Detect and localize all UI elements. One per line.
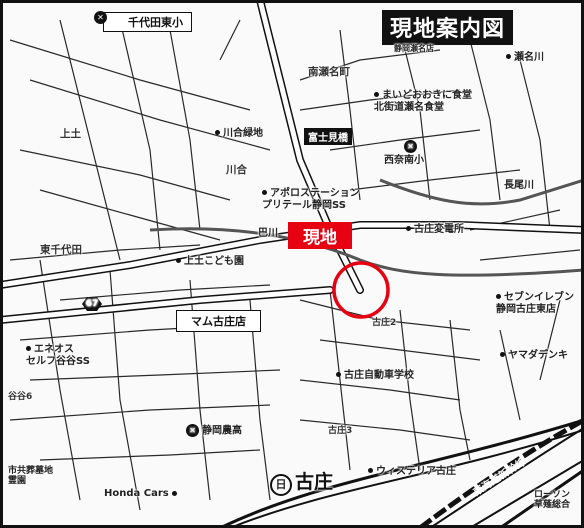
- route-67-shield: 67: [82, 297, 102, 311]
- school-chiyoda-higashi: ✕ 千代田東小: [94, 11, 192, 32]
- poi-kosho-substation: 古庄変電所: [406, 224, 464, 236]
- river-tomoe: 巴川: [258, 228, 278, 239]
- school-seinan-minami: ✕ 西奈南小: [384, 140, 424, 167]
- area-minami-semina: 南瀬名町: [308, 66, 350, 78]
- bridge-fujimi: 富士見橋: [304, 128, 352, 145]
- site-label: 現地: [288, 222, 352, 249]
- school-icon: ✕: [186, 424, 199, 437]
- poi-kamitsuchi-kodomo: 上土こども園: [176, 256, 244, 268]
- poi-honda-cars: Honda Cars: [104, 488, 177, 500]
- area-oyaya6: 谷谷6: [8, 392, 33, 402]
- school-chiyoda-higashi-label: 千代田東小: [128, 16, 183, 29]
- tomoe-river: [149, 227, 584, 277]
- poi-yamada-denki: ヤマダデンキ: [500, 350, 568, 362]
- minor-roads: [9, 19, 581, 511]
- poi-semina-river: 瀬名川: [506, 52, 544, 64]
- poi-lawson: ローソン 草薙総合: [534, 490, 571, 511]
- poi-partial-top: 静岡瀬名店: [394, 44, 434, 53]
- major-roads-fill: [0, 0, 584, 320]
- poi-honda-cars-label: Honda Cars: [104, 488, 169, 499]
- school-icon: ✕: [404, 140, 417, 153]
- school-shizuoka-nouko: ✕静岡農高: [186, 424, 242, 437]
- station-icon: 日: [270, 474, 292, 496]
- poi-eneos: エネオス セルフ谷谷SS: [26, 344, 90, 367]
- poi-wistiria-kosho: ウィステリア古庄: [368, 466, 456, 478]
- area-kawai: 川合: [226, 164, 247, 176]
- school-seinan-minami-label: 西奈南小: [384, 155, 424, 166]
- nagao-river: [379, 178, 584, 206]
- station-kosho-label: 古庄: [295, 471, 334, 493]
- station-kosho: 日古庄: [270, 471, 334, 496]
- route-67: 67: [82, 297, 102, 311]
- poi-cemetery: 市共葬墓地 霊園: [8, 466, 54, 487]
- poi-honda-dot: [171, 490, 177, 496]
- shop-mam-kosho: マム古庄店: [176, 310, 261, 332]
- poi-maidookini: まいどおおきに食堂 北街道瀬名食堂: [374, 90, 472, 113]
- school-shizuoka-nouko-label: 静岡農高: [202, 425, 242, 437]
- area-kosho3: 古庄3: [328, 426, 353, 436]
- school-icon: ✕: [94, 11, 107, 24]
- map-title: 現地案内図: [382, 10, 514, 45]
- area-kamitsuchi: 上土: [60, 128, 81, 140]
- poi-apollo: アポロステーション プリテール静岡SS: [262, 188, 360, 211]
- site-circle: [332, 261, 390, 319]
- poi-kosho-driving-school: 古庄自動車学校: [336, 370, 414, 382]
- poi-seven-eleven: セブンイレブン 静岡古庄東店: [496, 292, 574, 315]
- poi-kawai-green: 川合緑地: [215, 128, 263, 140]
- area-higashi-chiyoda: 東千代田: [40, 244, 82, 256]
- river-nagao: 長尾川: [504, 180, 534, 191]
- area-kosho2: 古庄2: [372, 318, 397, 328]
